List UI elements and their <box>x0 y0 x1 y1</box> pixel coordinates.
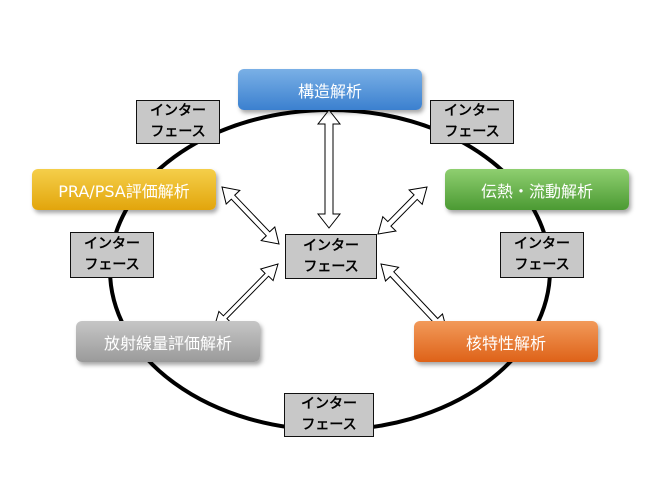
interface-line2: フェース <box>301 417 357 433</box>
interface-box-center: インター フェース <box>285 234 377 279</box>
interface-box-bottom: インター フェース <box>284 393 374 437</box>
structural-analysis-label: 構造解析 <box>297 81 362 101</box>
radiation-dose-label: 放射線量評価解析 <box>103 333 232 353</box>
interface-box-top-left: インター フェース <box>136 100 220 144</box>
pra-psa-label: PRA/PSA評価解析 <box>58 181 190 201</box>
core-physics-node: 核特性解析 <box>414 321 598 362</box>
arrow-pra-center <box>221 186 280 245</box>
interface-line2: フェース <box>84 257 140 273</box>
structural-analysis-node: 構造解析 <box>238 69 422 110</box>
arrow-structural-center <box>316 109 342 229</box>
arrow-thermal-center <box>377 186 428 235</box>
interface-line2: フェース <box>444 124 500 140</box>
radiation-dose-node: 放射線量評価解析 <box>76 321 260 362</box>
thermal-hydraulics-label: 伝熱・流動解析 <box>480 181 593 201</box>
interface-line2: フェース <box>303 258 359 275</box>
interface-box-top-right: インター フェース <box>430 100 514 144</box>
interface-line1: インター <box>514 236 570 252</box>
thermal-hydraulics-node: 伝熱・流動解析 <box>445 169 629 210</box>
interface-line1: インター <box>150 103 206 119</box>
interface-box-left: インター フェース <box>70 232 154 278</box>
interface-line1: インター <box>303 237 359 254</box>
interface-line2: フェース <box>514 257 570 273</box>
arrow-dose-center <box>213 263 279 329</box>
interface-line1: インター <box>444 103 500 119</box>
interface-box-right: インター フェース <box>500 232 584 278</box>
pra-psa-node: PRA/PSA評価解析 <box>32 169 216 210</box>
interface-line1: インター <box>84 236 140 252</box>
core-physics-label: 核特性解析 <box>465 333 546 353</box>
interface-line2: フェース <box>150 124 206 140</box>
interface-line1: インター <box>301 396 357 412</box>
